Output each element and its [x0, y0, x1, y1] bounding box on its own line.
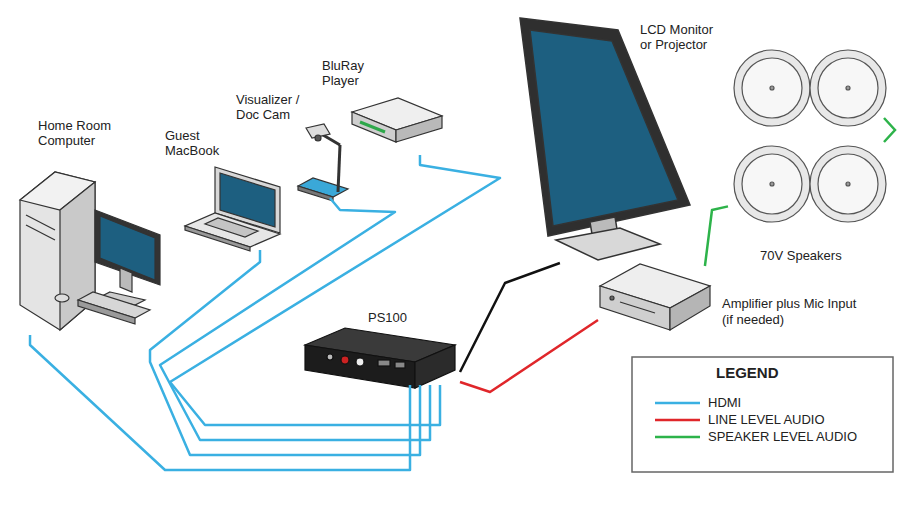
amplifier-node: Amplifier plus Mic Input(if needed)	[598, 266, 875, 333]
device-label: Guest MacBook	[165, 128, 227, 158]
device-label: Home Room Computer	[38, 118, 118, 148]
device-label: Visualizer / Doc Cam	[236, 92, 316, 122]
legend-sample	[655, 402, 700, 405]
cable-connector	[160, 198, 430, 440]
switcher-node: PS100	[300, 305, 460, 385]
ps100-art	[305, 328, 455, 388]
device-label: LCD Monitor or Projector	[640, 22, 716, 52]
laptop-node: Guest MacBook	[160, 125, 285, 250]
bluray-node: BluRay Player	[320, 55, 440, 155]
computer-node: Home Room Computer	[15, 115, 170, 335]
amplifier-art	[600, 264, 710, 330]
doc-cam-art	[298, 124, 348, 201]
device-label: Amplifier plus Mic Input	[722, 296, 856, 311]
device-label: BluRay Player	[322, 58, 374, 88]
speaker-wire	[884, 118, 895, 142]
display-node: LCD Monitor or Projector	[520, 18, 730, 263]
legend-title: LEGEND	[716, 364, 779, 381]
cable-connector	[30, 335, 410, 470]
speakers-node: 70V Speakers	[728, 55, 890, 267]
bluray-player-art	[352, 98, 442, 142]
cable-connector	[460, 320, 598, 392]
speakers-art	[734, 50, 886, 222]
legend-text: HDMI	[708, 395, 741, 410]
legend-sample	[655, 436, 700, 439]
guest-macbook-art	[185, 167, 280, 251]
device-label: (if needed)	[722, 312, 784, 327]
legend-text: SPEAKER LEVEL AUDIO	[708, 429, 857, 444]
legend-box	[632, 357, 893, 472]
device-label: 70V Speakers	[760, 248, 842, 263]
device-label: PS100	[368, 310, 407, 325]
home-room-computer-art	[20, 172, 160, 330]
doc-cam-node: Visualizer / Doc Cam	[232, 88, 350, 198]
legend-text: LINE LEVEL AUDIO	[708, 412, 825, 427]
lcd-monitor-art	[520, 18, 690, 260]
legend-sample	[655, 419, 700, 422]
cable-connector	[170, 155, 500, 425]
cable-connector	[705, 206, 728, 266]
